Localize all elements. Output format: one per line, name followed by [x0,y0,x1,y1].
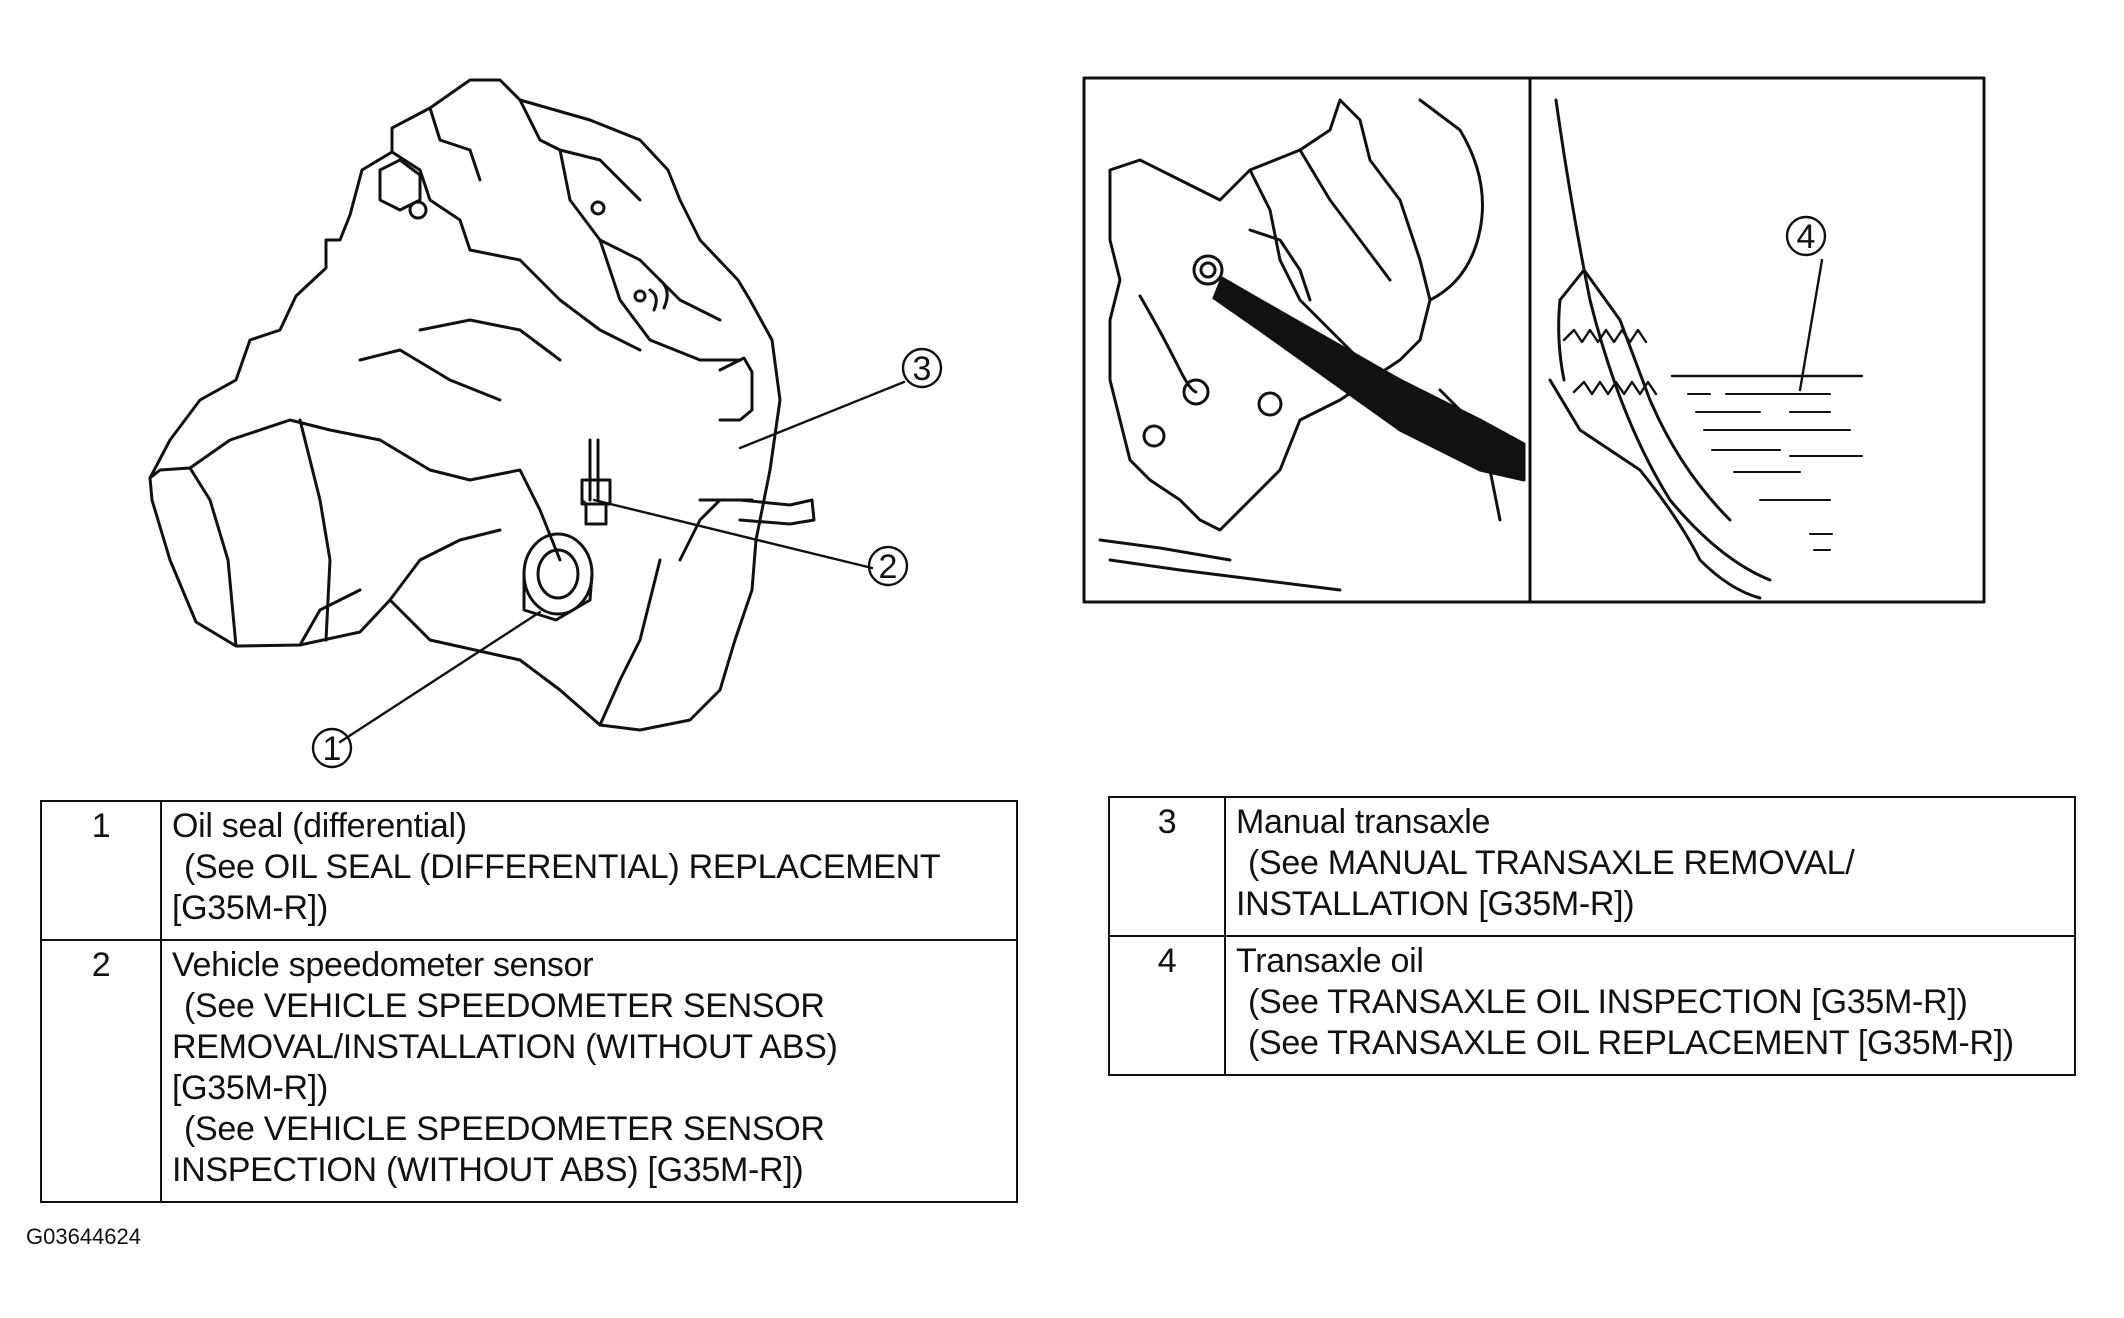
item-reference: (See OIL SEAL (DIFFERENTIAL) REPLACEMENT [184,848,941,886]
item-name: Vehicle speedometer sensor [172,946,594,984]
callout-label-3: 3 [913,350,932,388]
item-description: Oil seal (differential) (See OIL SEAL (D… [160,800,1018,941]
callout-circle-3 [901,347,943,389]
item-number: 2 [40,939,162,1203]
callout-label-1: 1 [323,730,342,768]
callout-label-2: 2 [879,548,898,586]
item-reference: INSPECTION (WITHOUT ABS) [G35M-R]) [172,1151,804,1189]
item-description: Manual transaxle (See MANUAL TRANSAXLE R… [1224,796,2076,937]
item-number: 3 [1108,796,1226,937]
item-reference: (See TRANSAXLE OIL INSPECTION [G35M-R]) [1248,983,1968,1021]
item-reference: (See MANUAL TRANSAXLE REMOVAL/ [1248,844,1855,882]
item-number: 4 [1108,935,1226,1076]
item-description: Vehicle speedometer sensor (See VEHICLE … [160,939,1018,1203]
callout-circle-2 [867,545,909,587]
item-reference: (See TRANSAXLE OIL REPLACEMENT [G35M-R]) [1248,1024,2014,1062]
callout-label-4: 4 [1797,218,1816,256]
item-reference: [G35M-R]) [172,889,328,927]
figure-code: G03644624 [26,1224,141,1249]
legend-table-right: 3 Manual transaxle (See MANUAL TRANSAXLE… [1108,796,2076,1076]
legend-table-left: 1 Oil seal (differential) (See OIL SEAL … [40,800,1018,1203]
transaxle-illustration [148,78,906,744]
callout-circle-1 [311,727,353,769]
item-reference: REMOVAL/INSTALLATION (WITHOUT ABS) [172,1028,838,1066]
item-reference: [G35M-R]) [172,1069,328,1107]
legend-row: 3 Manual transaxle (See MANUAL TRANSAXLE… [1108,796,2076,937]
item-reference: INSTALLATION [G35M-R]) [1236,885,1635,923]
item-reference: (See VEHICLE SPEEDOMETER SENSOR [184,987,825,1025]
item-description: Transaxle oil (See TRANSAXLE OIL INSPECT… [1224,935,2076,1076]
legend-row: 1 Oil seal (differential) (See OIL SEAL … [40,800,1018,941]
item-name: Transaxle oil [1236,942,1424,980]
callout-circle-4 [1785,215,1827,257]
legend-row: 2 Vehicle speedometer sensor (See VEHICL… [40,939,1018,1203]
item-number: 1 [40,800,162,941]
item-reference: (See VEHICLE SPEEDOMETER SENSOR [184,1110,825,1148]
item-name: Manual transaxle [1236,803,1491,841]
item-name: Oil seal (differential) [172,807,467,845]
legend-row: 4 Transaxle oil (See TRANSAXLE OIL INSPE… [1108,935,2076,1076]
oil-level-detail [1082,76,1986,604]
